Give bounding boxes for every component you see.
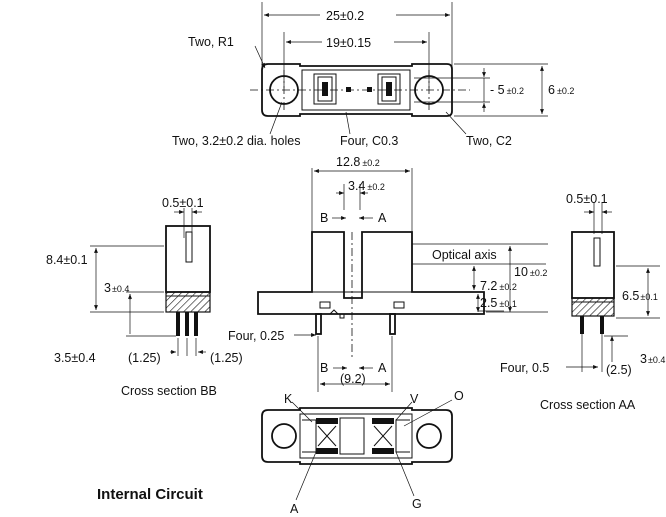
top-width-label: 12.8±0.2 bbox=[336, 155, 380, 169]
chamfer-large-label: Two, C2 bbox=[466, 134, 512, 148]
chamfer-small-label: Four, C0.3 bbox=[340, 134, 398, 148]
bb-height-label: 8.4±0.1 bbox=[46, 253, 88, 267]
section-a-top: A bbox=[378, 211, 387, 225]
slot-width-label: 3.4±0.2 bbox=[348, 179, 385, 193]
aa-pitch-label: (2.5) bbox=[606, 363, 632, 377]
bb-pin-width-label: 0.5±0.1 bbox=[162, 196, 204, 210]
pin-pitch-label: (9.2) bbox=[340, 372, 366, 386]
internal-circuit-heading: Internal Circuit bbox=[97, 486, 203, 503]
bb-pitch-right-label: (1.25) bbox=[210, 351, 243, 365]
aa-pin-length-label: 3±0.4 bbox=[640, 352, 665, 366]
pin-k-label: K bbox=[284, 392, 293, 406]
aa-body bbox=[571, 231, 615, 299]
bb-caption: Cross section BB bbox=[121, 384, 217, 398]
total-height-label: 10±0.2 bbox=[514, 265, 547, 279]
internal-circuit: K V O A G bbox=[261, 389, 464, 516]
bb-pin-length-label: 3.5±0.4 bbox=[54, 351, 96, 365]
section-b-top: B bbox=[320, 211, 328, 225]
pin-right bbox=[389, 313, 396, 335]
base-height-label: 2.5±0.1 bbox=[480, 296, 517, 310]
top-view: 25±0.2 19±0.15 Two, R1 bbox=[172, 2, 574, 148]
cross-section-aa: 0.5±0.1 6.5±0.1 Four, 0.5 3±0.4 (2.5) Cr… bbox=[500, 192, 665, 412]
bb-body bbox=[165, 225, 211, 293]
bb-pin-2 bbox=[185, 312, 189, 336]
aa-height-label: 6.5±0.1 bbox=[622, 289, 658, 303]
section-b-bottom: B bbox=[320, 361, 328, 375]
inner-width-label: - 5±0.2 bbox=[490, 83, 524, 97]
detector-window bbox=[377, 73, 401, 105]
emitter-window bbox=[313, 73, 337, 105]
pin-v-label: V bbox=[410, 392, 419, 406]
overall-length-label: 25±0.2 bbox=[326, 9, 364, 23]
aa-pin-2 bbox=[600, 316, 604, 334]
top-view-body bbox=[261, 63, 453, 117]
aa-pin-width-label: 0.5±0.1 bbox=[566, 192, 608, 206]
front-pins-label: Four, 0.25 bbox=[228, 329, 284, 343]
hole-pitch-label: 19±0.15 bbox=[326, 36, 371, 50]
holes-label: Two, 3.2±0.2 dia. holes bbox=[172, 134, 300, 148]
pin-o-label: O bbox=[454, 389, 464, 403]
bb-pin-3 bbox=[194, 312, 198, 336]
bb-base bbox=[165, 291, 211, 313]
aa-base bbox=[571, 297, 615, 317]
circuit-body bbox=[261, 407, 453, 465]
bb-pin-1 bbox=[176, 312, 180, 336]
aa-pin-1 bbox=[580, 316, 584, 334]
corner-radius-label: Two, R1 bbox=[188, 35, 234, 49]
optical-axis-label: Optical axis bbox=[432, 248, 497, 262]
bb-pitch-left-label: (1.25) bbox=[128, 351, 161, 365]
outer-width-label: 6±0.2 bbox=[548, 83, 574, 97]
section-a-bottom: A bbox=[378, 361, 387, 375]
aa-caption: Cross section AA bbox=[540, 398, 636, 412]
bb-base-height-label: 3±0.4 bbox=[104, 281, 129, 295]
pin-left bbox=[315, 313, 322, 335]
front-view: 12.8±0.2 3.4±0.2 B A Optical axis 10±0.2… bbox=[228, 155, 548, 392]
cross-section-bb: 0.5±0.1 8.4±0.1 3±0.4 3.5±0.4 (1.25) (1.… bbox=[46, 196, 243, 398]
aa-pins-label: Four, 0.5 bbox=[500, 361, 549, 375]
pin-g-label: G bbox=[412, 497, 422, 511]
axis-height-label: 7.2±0.2 bbox=[480, 279, 517, 293]
pin-a-label: A bbox=[290, 502, 299, 516]
